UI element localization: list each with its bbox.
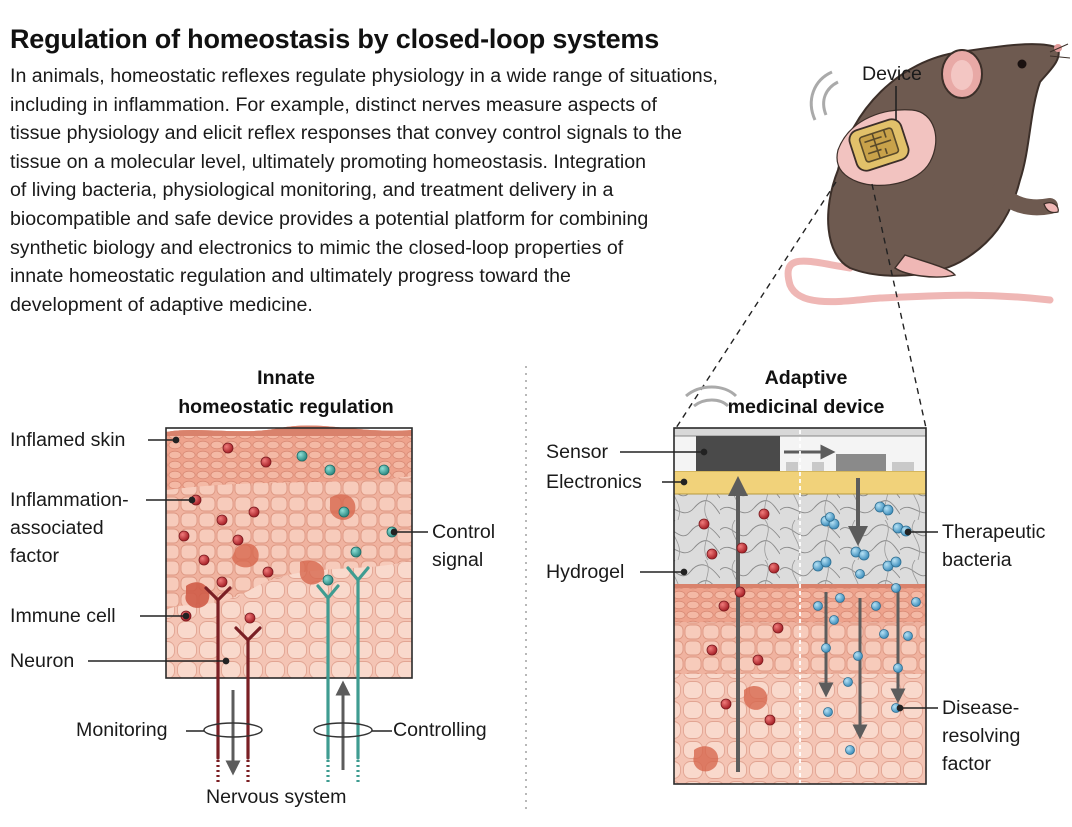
device-label: Device — [862, 63, 922, 85]
label-line: Inflammation- — [10, 489, 129, 511]
label-hydrogel: Hydrogel — [546, 561, 625, 583]
intro-paragraph: In animals, homeostatic reflexes regulat… — [10, 62, 810, 319]
label-line: Therapeutic — [942, 521, 1046, 543]
implanted-device-icon — [848, 118, 910, 172]
label-line: Control — [432, 521, 496, 543]
inflammation-factor-particles — [178, 442, 274, 624]
monitoring-loop — [203, 722, 263, 738]
zoom-line-right — [871, 183, 927, 429]
innate-title-line: Innate — [257, 367, 315, 389]
controlling-loop — [313, 722, 373, 738]
innate-panel-title: Innate homeostatic regulation — [168, 364, 404, 422]
label-line: bacteria — [942, 549, 1012, 571]
release-arrows — [818, 590, 906, 740]
intro-line: tissue on a molecular level, ultimately … — [10, 150, 647, 173]
label-neuron: Neuron — [10, 650, 75, 672]
label-control-signal: Control signal — [432, 518, 495, 574]
label-therapeutic-bacteria: Therapeutic bacteria — [942, 518, 1045, 574]
label-nervous-system: Nervous system — [206, 786, 347, 808]
label-sensor: Sensor — [546, 441, 609, 463]
label-line: resolving — [942, 725, 1021, 747]
label-monitoring: Monitoring — [76, 719, 168, 741]
adaptive-title-line: medicinal device — [727, 396, 885, 418]
therapeutic-bacteria-clusters — [812, 501, 912, 572]
device-cross-section — [673, 385, 927, 785]
label-disease-resolving-factor: Disease- resolving factor — [942, 694, 1020, 778]
label-inflammation-factor: Inflammation- associated factor — [10, 486, 129, 570]
intro-line: In animals, homeostatic reflexes regulat… — [10, 65, 718, 87]
label-line: Disease- — [942, 697, 1020, 719]
intro-line: innate homeostatic regulation and ultima… — [10, 265, 571, 288]
device-inflammation-factors — [698, 508, 784, 726]
sensor-chip — [696, 436, 780, 471]
left-leader-lines — [88, 436, 428, 732]
intro-line: of living bacteria, physiological monito… — [10, 179, 614, 202]
label-immune-cell: Immune cell — [10, 605, 116, 627]
disease-resolving-particles — [813, 569, 921, 755]
effector-neurons — [316, 566, 370, 760]
mouse-illustration — [784, 43, 1071, 306]
label-electronics: Electronics — [546, 471, 642, 493]
figure-title: Regulation of homeostasis by closed-loop… — [10, 24, 660, 54]
sensory-neurons — [204, 586, 262, 760]
label-inflamed-skin: Inflamed skin — [10, 429, 126, 451]
intro-line: development of adaptive medicine. — [10, 293, 313, 316]
label-controlling: Controlling — [393, 719, 487, 741]
innate-tissue-block — [165, 425, 413, 782]
intro-line: biocompatible and safe device provides a… — [10, 207, 649, 230]
innate-title-line: homeostatic regulation — [178, 396, 394, 418]
adaptive-title-line: Adaptive — [764, 367, 848, 389]
right-leader-lines — [620, 448, 938, 712]
label-line: factor — [10, 545, 60, 567]
intro-line: synthetic biology and electronics to mim… — [10, 236, 624, 259]
adaptive-panel-title: Adaptive medicinal device — [686, 364, 926, 422]
intro-line: including in inflammation. For example, … — [10, 93, 657, 116]
intro-line: tissue physiology and elicit reflex resp… — [10, 122, 682, 145]
label-line: factor — [942, 753, 992, 775]
label-line: associated — [10, 517, 104, 539]
label-line: signal — [432, 549, 484, 571]
